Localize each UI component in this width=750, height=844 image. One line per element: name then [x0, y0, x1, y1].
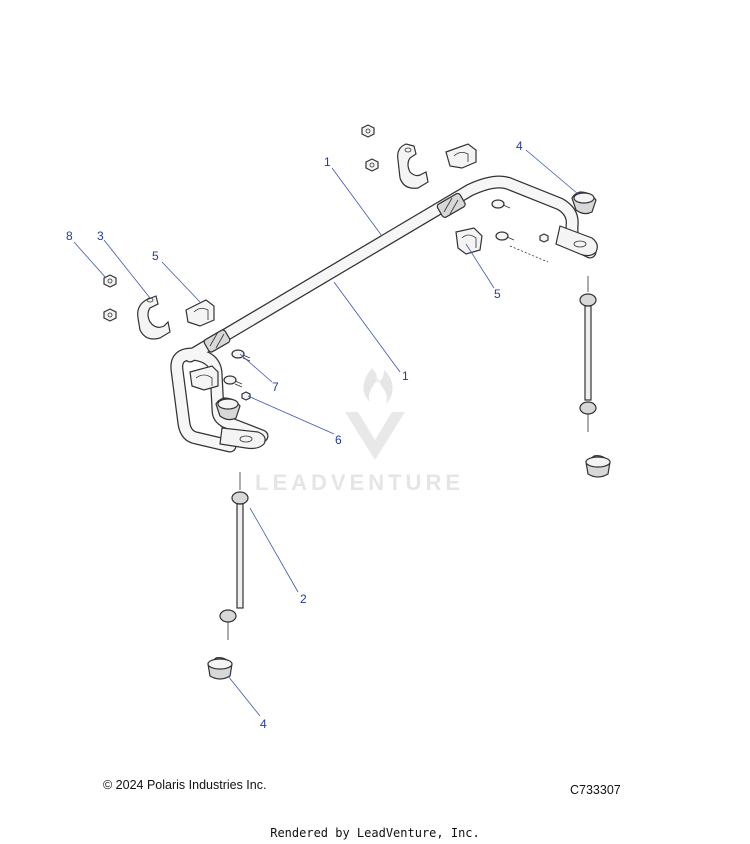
- nut-right-upper: [361, 124, 375, 138]
- nut-left-upper: [103, 274, 117, 288]
- stabilizer-link-right: [579, 276, 597, 432]
- bar-bushing-left: [203, 329, 231, 353]
- bushing-right-top: [445, 143, 477, 169]
- leadventure-watermark-logo: LEADVENTURE: [255, 368, 464, 495]
- bolt-left-upper: [231, 349, 251, 362]
- clamp-bracket-right: [397, 143, 429, 189]
- rubber-mount-right-upper: [571, 191, 597, 215]
- small-nut-right: [539, 233, 549, 243]
- callout-2[interactable]: 2: [300, 592, 307, 606]
- callout-numbers: 1 1 2 3 4 4 5 5 6 7 8: [66, 139, 523, 731]
- bar-bushing-right: [436, 192, 466, 218]
- callout-5-left[interactable]: 5: [152, 249, 159, 263]
- callout-1-upper[interactable]: 1: [324, 155, 331, 169]
- rubber-mount-left-lower: [207, 657, 233, 680]
- callout-4-upper[interactable]: 4: [516, 139, 523, 153]
- rendered-by-text: Rendered by LeadVenture, Inc.: [270, 826, 480, 840]
- bolt-right-upper: [491, 199, 511, 209]
- callout-8[interactable]: 8: [66, 229, 73, 243]
- callout-7[interactable]: 7: [272, 380, 279, 394]
- bushing-left-lower: [189, 365, 219, 391]
- bushing-left: [185, 299, 215, 327]
- callout-5-right[interactable]: 5: [494, 287, 501, 301]
- stabilizer-link-left: [219, 472, 249, 640]
- callout-1-lower[interactable]: 1: [402, 369, 409, 383]
- callout-4-lower[interactable]: 4: [260, 717, 267, 731]
- bolt-left-lower: [223, 375, 243, 388]
- stabilizer-bar: [170, 175, 598, 453]
- clamp-bracket-left: [137, 295, 171, 340]
- nut-right-lower: [365, 158, 379, 172]
- bolt-right-lower: [495, 231, 515, 241]
- watermark-text: LEADVENTURE: [255, 470, 464, 495]
- assembly-line-right: [509, 245, 549, 263]
- callout-leaders: [73, 149, 579, 717]
- small-nut-left: [241, 391, 251, 401]
- callout-6[interactable]: 6: [335, 433, 342, 447]
- rubber-mount-right-lower: [585, 455, 611, 478]
- callout-3[interactable]: 3: [97, 229, 104, 243]
- copyright-text: © 2024 Polaris Industries Inc.: [103, 778, 267, 792]
- rubber-mount-left-upper: [215, 397, 241, 421]
- bushing-right-lower: [455, 227, 483, 255]
- nut-left-lower: [103, 308, 117, 322]
- diagram-code: C733307: [570, 783, 621, 797]
